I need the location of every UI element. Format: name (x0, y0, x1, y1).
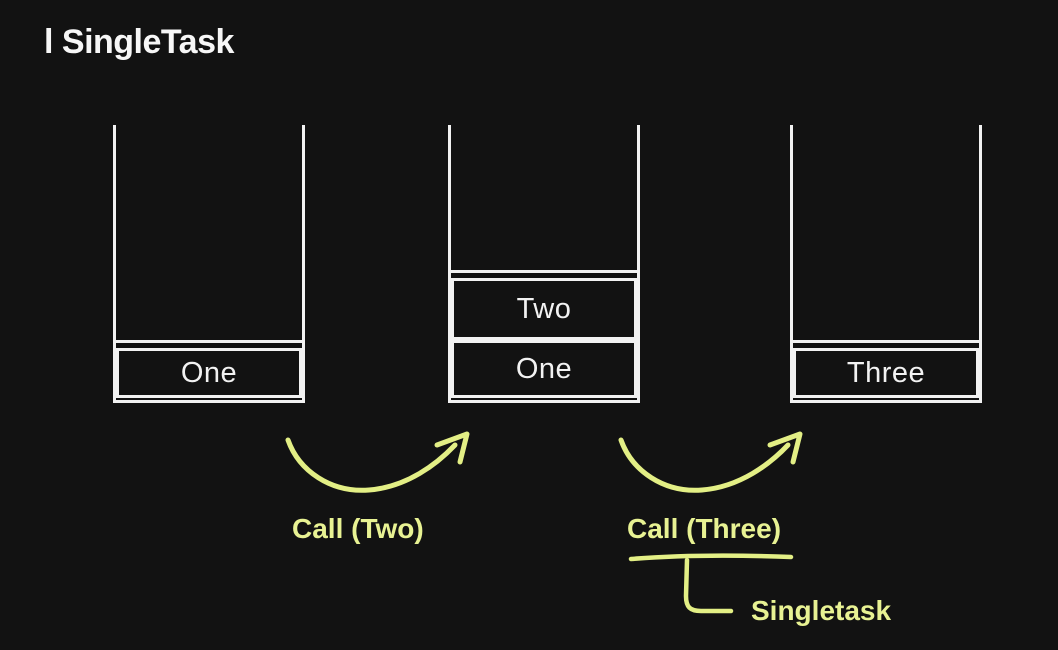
call-two-label: Call (Two) (292, 513, 424, 544)
call-three-label: Call (Three) (627, 513, 782, 544)
stack-item: One (116, 348, 302, 398)
curved-arrow-call-two-icon (285, 431, 470, 493)
slide-title: l SingleTask (44, 23, 234, 61)
stack-bucket-two: Two One (448, 125, 640, 403)
stack-item: Three (793, 348, 979, 398)
stack-top-marker-line (793, 340, 979, 343)
stack-bucket-one: One (113, 125, 305, 403)
stack-item: Two (451, 278, 637, 340)
stack-item: One (451, 340, 637, 398)
curved-arrow-call-three-icon (618, 431, 803, 493)
singletask-bracket (683, 557, 734, 614)
call-three-underline (628, 553, 794, 562)
stack-bucket-three: Three (790, 125, 982, 403)
stack-top-marker-line (116, 340, 302, 343)
stack-top-marker-line (451, 270, 637, 273)
singletask-label: Singletask (751, 595, 892, 626)
